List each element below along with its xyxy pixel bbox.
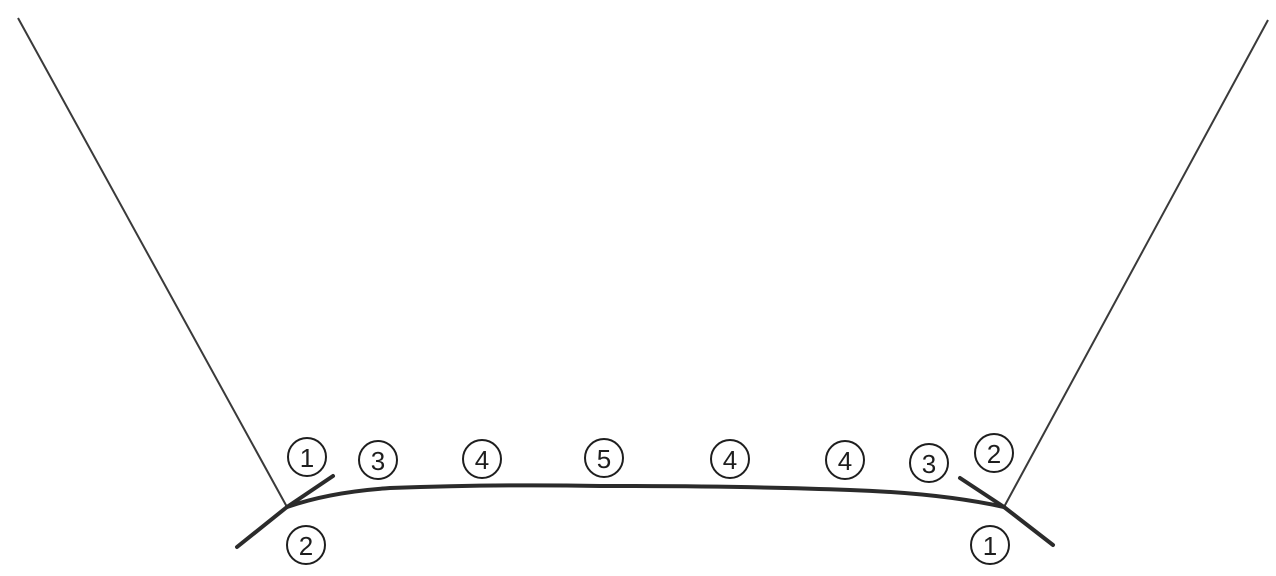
label-text-0: 1 [300,443,314,473]
label-text-1: 3 [371,446,385,476]
label-text-5: 4 [838,446,852,476]
right-corner-stroke-up [958,476,1006,509]
label-circle-2: 4 [462,439,502,479]
right-corner-stroke-down [1002,505,1055,547]
left-corner-stroke-up [285,474,335,509]
label-text-9: 1 [983,531,997,561]
left-wall-line [17,17,288,508]
right-wall-line [1003,19,1269,508]
label-circle-0: 1 [287,437,327,477]
label-circle-4: 4 [710,439,750,479]
label-circle-3: 5 [584,438,624,478]
label-circle-7: 2 [974,433,1014,473]
label-circle-1: 3 [358,440,398,480]
label-circle-5: 4 [825,440,865,480]
label-text-7: 2 [987,439,1001,469]
bottom-curve [285,483,1006,509]
label-text-6: 3 [922,449,936,479]
label-circle-6: 3 [909,443,949,483]
label-text-3: 5 [597,444,611,474]
label-text-4: 4 [723,445,737,475]
label-text-2: 4 [475,445,489,475]
label-circle-8: 2 [286,525,326,565]
left-corner-stroke-down [235,505,289,549]
label-circle-9: 1 [970,525,1010,565]
label-text-8: 2 [299,531,313,561]
